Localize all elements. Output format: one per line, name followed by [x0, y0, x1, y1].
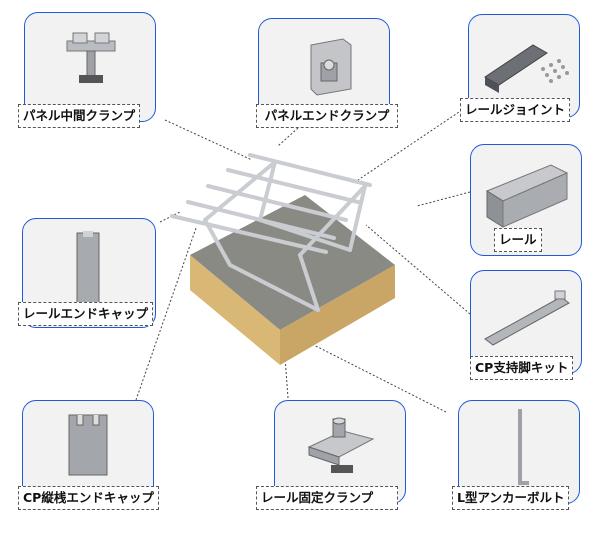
line-l-anchor-bolt	[299, 337, 447, 413]
label-panel-end-clamp: パネルエンドクランプ	[256, 104, 398, 128]
rail-joint-icon	[484, 44, 569, 93]
card-panel-mid-clamp	[24, 12, 156, 122]
label-rail-fixing-clamp: レール固定クランプ	[256, 486, 398, 510]
card-panel-end-clamp	[258, 18, 390, 118]
l-anchor-bolt-icon	[518, 409, 529, 485]
label-cp-end-cap: CP縦桟エンドキャップ	[18, 486, 159, 510]
label-panel-mid-clamp: パネル中間クランプ	[18, 104, 141, 128]
label-rail-joint: レールジョイント	[460, 98, 571, 122]
solar-mount-structure-illustration	[170, 153, 395, 365]
rail-fixing-clamp-icon	[307, 417, 375, 473]
rail-end-cap-icon	[76, 231, 100, 306]
cp-support-kit-icon	[484, 290, 570, 346]
cp-end-cap-icon	[68, 414, 108, 476]
line-cp-support-kit	[365, 224, 471, 315]
label-l-anchor-bolt: L型アンカーボルト	[452, 486, 570, 510]
label-rail: レール	[494, 228, 542, 252]
panel-mid-clamp-icon	[66, 32, 116, 83]
line-panel-end-clamp	[277, 127, 299, 147]
line-rail	[416, 191, 471, 207]
panel-end-clamp-icon	[310, 38, 352, 96]
label-cp-support-kit: CP支持脚キット	[470, 356, 574, 380]
rail-icon	[485, 164, 569, 228]
label-rail-end-cap: レールエンドキャップ	[18, 302, 154, 326]
line-rail-joint	[357, 109, 463, 181]
